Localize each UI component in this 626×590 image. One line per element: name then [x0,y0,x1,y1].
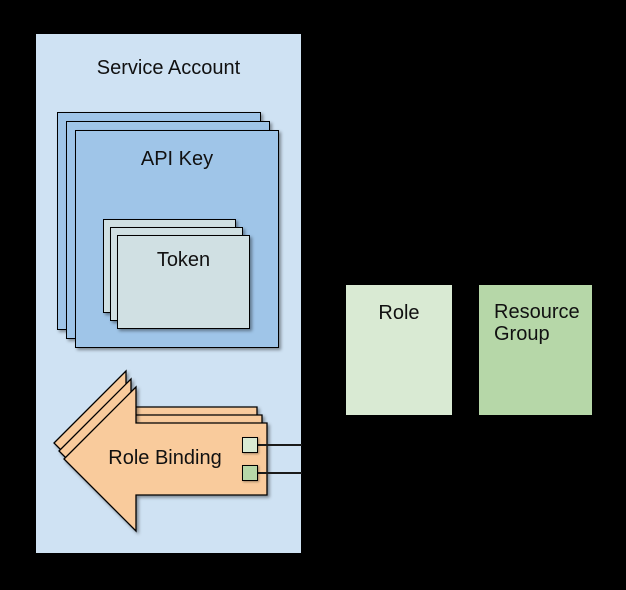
role-binding-label: Role Binding [108,447,222,469]
resource-group-label: Resource Group [494,301,580,345]
role-binding-role-swatch [242,437,258,453]
resource-group-connector-line [258,472,302,474]
token-label: Token [156,249,211,271]
resource-group-box [478,284,593,416]
service-account-label: Service Account [96,57,241,79]
role-connector-line [258,444,302,446]
role-label: Role [378,302,420,324]
role-binding-resource-group-swatch [242,465,258,481]
token-card-front [117,235,250,329]
role-box [345,284,453,416]
api-key-label: API Key [140,148,214,170]
